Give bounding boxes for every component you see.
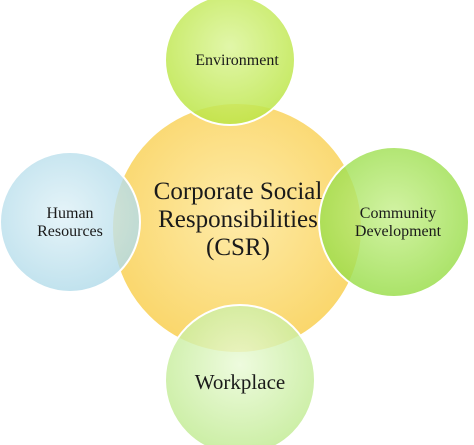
workplace-label: Workplace bbox=[194, 369, 286, 394]
community-development-label: Community Development bbox=[354, 204, 442, 240]
environment-label: Environment bbox=[195, 51, 279, 69]
human-resources-label: Human Resources bbox=[37, 204, 103, 240]
center-label: Corporate Social Responsibilities (CSR) bbox=[153, 178, 323, 261]
right-circle bbox=[318, 146, 470, 298]
left-circle bbox=[0, 151, 141, 293]
top-circle bbox=[164, 0, 296, 126]
bottom-circle bbox=[164, 304, 316, 445]
